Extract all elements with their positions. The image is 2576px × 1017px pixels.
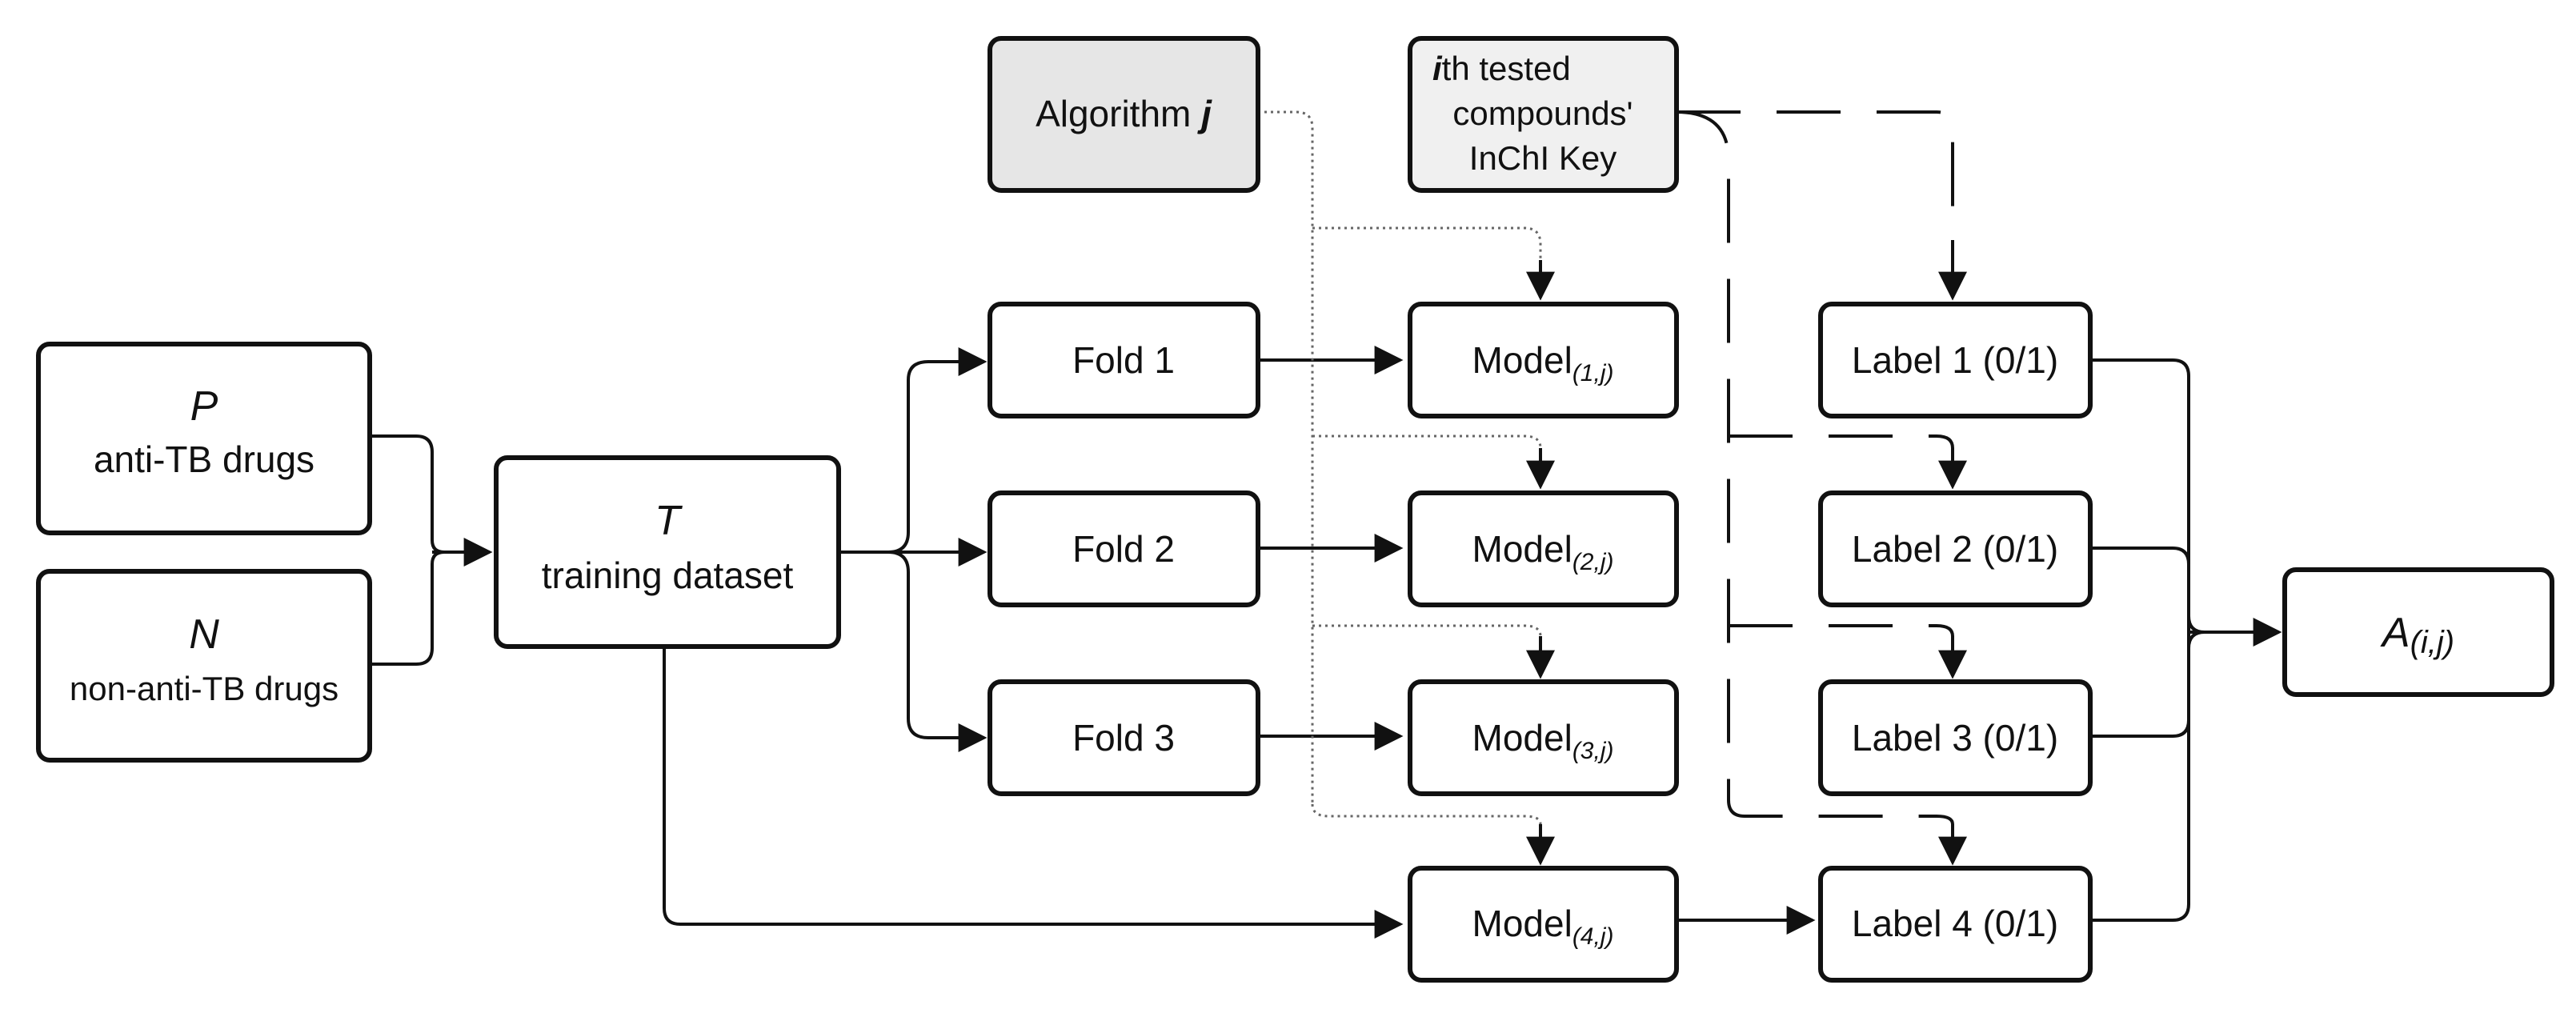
model-base: Model — [1472, 717, 1572, 759]
edge-p-to-train — [370, 434, 445, 554]
label-text: Label 2 (0/1) — [1852, 528, 2058, 570]
node-fold-2: Fold 2 — [988, 490, 1260, 607]
model-subscript: (2,j) — [1572, 549, 1614, 575]
node-symbol: T — [655, 498, 683, 544]
compound-line3: InChI Key — [1469, 139, 1617, 177]
edge-compound-to-label3 — [1729, 624, 1954, 637]
node-label: training dataset — [542, 555, 794, 596]
edge-algorithm-to-model2 — [1312, 434, 1542, 449]
algorithm-text: Algorithm — [1036, 93, 1201, 134]
fold-label: Fold 3 — [1072, 717, 1175, 759]
edge-train-to-fold3 — [887, 551, 988, 752]
label-text: Label 3 (0/1) — [1852, 717, 2058, 759]
edge-train-to-fold1 — [887, 347, 988, 554]
node-model-1: Model(1,j) — [1408, 302, 1679, 418]
edge-train-to-model4 — [663, 647, 1404, 939]
algorithm-symbol: j — [1197, 93, 1212, 134]
model-subscript: (3,j) — [1572, 738, 1614, 764]
edge-compound-to-label4 — [1727, 799, 1954, 825]
node-label-3: Label 3 (0/1) — [1818, 679, 2093, 796]
label-text: Label 1 (0/1) — [1852, 339, 2058, 381]
model-base: Model — [1472, 339, 1572, 381]
node-symbol: N — [189, 611, 219, 658]
result-subscript: (i,j) — [2410, 625, 2455, 660]
edge-algorithm-to-model3 — [1312, 624, 1542, 637]
node-label-1: Label 1 (0/1) — [1818, 302, 2093, 418]
node-algorithm: Algorithm j — [988, 36, 1260, 193]
node-non-anti-tb-drugs: N non-anti-TB drugs — [36, 569, 372, 763]
compound-line1: ith tested — [1432, 50, 1571, 87]
compound-line2: compounds' — [1452, 94, 1633, 132]
edge-algorithm-dotted — [1258, 110, 1314, 804]
edge-compound-trunk — [1676, 110, 1730, 800]
model-base: Model — [1472, 903, 1572, 944]
fold-label: Fold 2 — [1072, 528, 1175, 570]
compound-symbol: i — [1432, 50, 1443, 87]
compound-line1-text: th tested — [1442, 50, 1571, 87]
node-label: non-anti-TB drugs — [70, 670, 339, 707]
edge-compound-to-label2 — [1729, 434, 1954, 449]
model-label: Model(2,j) — [1472, 528, 1614, 575]
edge-label3-to-result — [2090, 632, 2190, 738]
fold-label: Fold 1 — [1072, 339, 1175, 381]
node-model-2: Model(2,j) — [1408, 490, 1679, 607]
node-fold-1: Fold 1 — [988, 302, 1260, 418]
node-label-4: Label 4 (0/1) — [1818, 866, 2093, 983]
model-subscript: (4,j) — [1572, 923, 1614, 950]
node-tested-compound: ith tested compounds' InChI Key — [1408, 36, 1679, 193]
node-result: A(i,j) — [2282, 567, 2554, 697]
result-symbol: A — [2380, 610, 2410, 656]
edge-label2-to-result — [2090, 547, 2190, 632]
model-base: Model — [1472, 528, 1572, 570]
edge-compound-to-label1 — [1677, 110, 1954, 240]
node-symbol: P — [190, 383, 218, 430]
edge-n-to-train — [370, 551, 445, 666]
model-label: Model(1,j) — [1472, 339, 1614, 386]
node-fold-3: Fold 3 — [988, 679, 1260, 796]
node-label: Algorithm j — [1036, 93, 1212, 134]
node-training-dataset: T training dataset — [494, 455, 841, 649]
node-anti-tb-drugs: P anti-TB drugs — [36, 342, 372, 535]
model-label: Model(3,j) — [1472, 717, 1614, 764]
model-label: Model(4,j) — [1472, 903, 1614, 950]
edge-algorithm-to-model4 — [1311, 803, 1542, 825]
edge-algorithm-to-model1 — [1312, 226, 1542, 260]
node-label: anti-TB drugs — [94, 438, 314, 480]
model-subscript: (1,j) — [1572, 360, 1614, 386]
edge-label1-to-result — [2090, 358, 2205, 634]
node-label-2: Label 2 (0/1) — [1818, 490, 2093, 607]
node-model-4: Model(4,j) — [1408, 866, 1679, 983]
result-label: A(i,j) — [2380, 610, 2454, 660]
label-text: Label 4 (0/1) — [1852, 903, 2058, 944]
edge-label4-to-result — [2090, 631, 2205, 922]
node-model-3: Model(3,j) — [1408, 679, 1679, 796]
